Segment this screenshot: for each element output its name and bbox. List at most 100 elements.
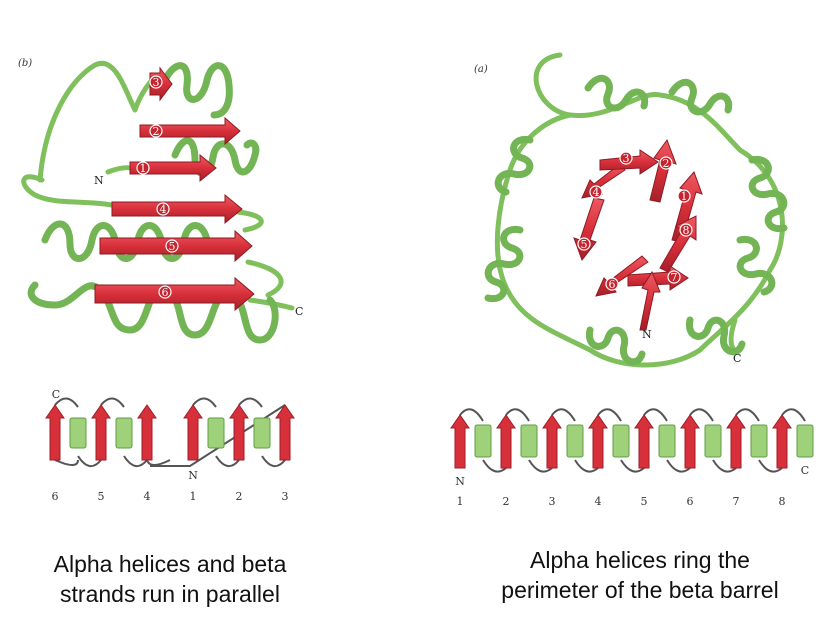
left-topo-crossover-a xyxy=(146,459,171,466)
right-coil-outer-ring xyxy=(494,52,785,368)
left-coil-loop-mid xyxy=(235,209,264,233)
left-topo-crossover-b xyxy=(150,404,286,467)
right-topo-helix-6 xyxy=(750,424,768,458)
left-topo-strand-6 xyxy=(45,404,65,461)
left-strand-badges: 3 2 1 4 5 6 xyxy=(136,75,179,299)
right-topo-strand-1 xyxy=(450,414,470,469)
right-topo-number-2: 2 xyxy=(503,495,510,508)
left-topo-number-1: 1 xyxy=(190,490,197,503)
right-topo-top-arc-7 xyxy=(781,408,806,422)
right-coil xyxy=(494,52,785,368)
left-topo-strand-2 xyxy=(229,404,249,461)
left-strand-5-label: 5 xyxy=(169,240,176,253)
right-topo-bottom-arc-6 xyxy=(758,459,783,473)
right-topo-strand-6 xyxy=(680,414,700,469)
right-strand-badges: 3 2 1 4 8 5 7 6 xyxy=(577,151,693,291)
right-topo-number-7: 7 xyxy=(733,495,740,508)
left-topo-number-6: 6 xyxy=(52,490,59,503)
left-topo-c-label: C xyxy=(52,388,60,401)
right-strand-2-arrow xyxy=(649,138,677,203)
left-panel-label: (b) xyxy=(18,58,32,69)
right-topo-number-3: 3 xyxy=(549,495,556,508)
left-topo-top-arc-2 xyxy=(192,397,217,408)
right-helix-left-upper xyxy=(494,135,534,196)
left-topo-bottom-arc-3 xyxy=(261,455,286,467)
left-topo-helix-2 xyxy=(207,417,225,449)
left-strand-1-label: 1 xyxy=(140,162,147,175)
right-topo-top-arc-4 xyxy=(643,408,668,422)
left-strand-4-arrow xyxy=(111,193,243,225)
left-helix-top xyxy=(161,62,233,119)
right-ribbon-diagram: (a) xyxy=(474,52,788,368)
left-topo-n-label: N xyxy=(188,469,198,482)
right-topo-c-label: C xyxy=(801,464,809,477)
right-topo-bottom-arc-3 xyxy=(620,459,645,473)
left-topo-strand-3 xyxy=(275,404,295,461)
right-topo-helix-0 xyxy=(474,424,492,458)
right-topo-number-6: 6 xyxy=(687,495,694,508)
right-strand-2-label: 2 xyxy=(663,157,670,170)
right-topo-helix-7 xyxy=(796,424,814,458)
right-topo-number-1: 1 xyxy=(457,495,464,508)
right-topo-helix-5 xyxy=(704,424,722,458)
left-coil-n-tail xyxy=(105,165,135,175)
right-topo-bottom-arc-5 xyxy=(712,459,737,473)
left-topo-number-5: 5 xyxy=(98,490,105,503)
left-coil xyxy=(21,60,295,311)
left-topo-top-arc-3 xyxy=(238,397,263,408)
right-topo-top-arc-6 xyxy=(735,408,760,422)
left-topo-strand-4 xyxy=(137,404,157,461)
left-ribbon-diagram: (b) 3 xyxy=(18,58,303,344)
left-strand-6-arrow xyxy=(94,276,255,312)
right-caption: Alpha helices ring the perimeter of the … xyxy=(460,545,820,605)
right-topo-helix-1 xyxy=(520,424,538,458)
left-strand-4-label: 4 xyxy=(160,203,167,216)
left-topo-helix-0 xyxy=(69,417,87,449)
right-helices xyxy=(484,74,788,366)
right-topo-top-arc-5 xyxy=(689,408,714,422)
left-coil-loop-top xyxy=(37,60,161,183)
right-topo-top-arc-1 xyxy=(505,408,530,422)
right-strand-4-label: 4 xyxy=(593,186,600,199)
right-strand-7-label: 7 xyxy=(671,271,678,284)
left-caption-line-2: strands run in parallel xyxy=(60,581,280,607)
right-c-terminus-label: C xyxy=(733,352,741,365)
left-strand-3-label: 3 xyxy=(153,76,160,89)
right-topo-number-8: 8 xyxy=(779,495,786,508)
right-topo-strand-7 xyxy=(726,414,746,469)
right-helix-top-right xyxy=(668,78,733,116)
right-topo-top-arc-3 xyxy=(597,408,622,422)
left-topo-strand-1 xyxy=(183,404,203,461)
right-topo-number-4: 4 xyxy=(595,495,602,508)
left-strands xyxy=(94,66,255,312)
left-caption: Alpha helices and beta strands run in pa… xyxy=(10,549,330,609)
left-topo-top-arc-1 xyxy=(100,397,125,408)
left-strand-6-label: 6 xyxy=(162,286,169,299)
right-topo-top-arc-2 xyxy=(551,408,576,422)
right-strand-1-label: 1 xyxy=(681,190,688,203)
left-c-terminus-label: C xyxy=(295,305,303,318)
right-topo-strand-3 xyxy=(542,414,562,469)
right-coil-c-tail xyxy=(728,317,738,353)
right-topo-bottom-arc-0 xyxy=(482,459,507,473)
right-helix-right-upper xyxy=(748,155,788,233)
right-helix-right-lower xyxy=(736,235,776,296)
left-topo-loop xyxy=(54,459,79,466)
right-topo-helix-4 xyxy=(658,424,676,458)
left-topo-number-3: 3 xyxy=(282,490,289,503)
right-helix-bottom-right xyxy=(685,316,746,356)
right-topo-n-label: N xyxy=(455,475,465,488)
left-n-terminus-label: N xyxy=(94,174,104,187)
left-caption-line-1: Alpha helices and beta xyxy=(53,551,287,577)
right-helix-left-lower xyxy=(484,225,524,303)
right-topo-helix-3 xyxy=(612,424,630,458)
right-topo-helix-2 xyxy=(566,424,584,458)
right-strand-5-arrow xyxy=(573,197,605,262)
right-topo-bottom-arc-4 xyxy=(666,459,691,473)
right-strand-6-label: 6 xyxy=(609,278,616,291)
left-topo-top-arc-0 xyxy=(54,397,79,408)
left-topo-helix-3 xyxy=(253,417,271,449)
